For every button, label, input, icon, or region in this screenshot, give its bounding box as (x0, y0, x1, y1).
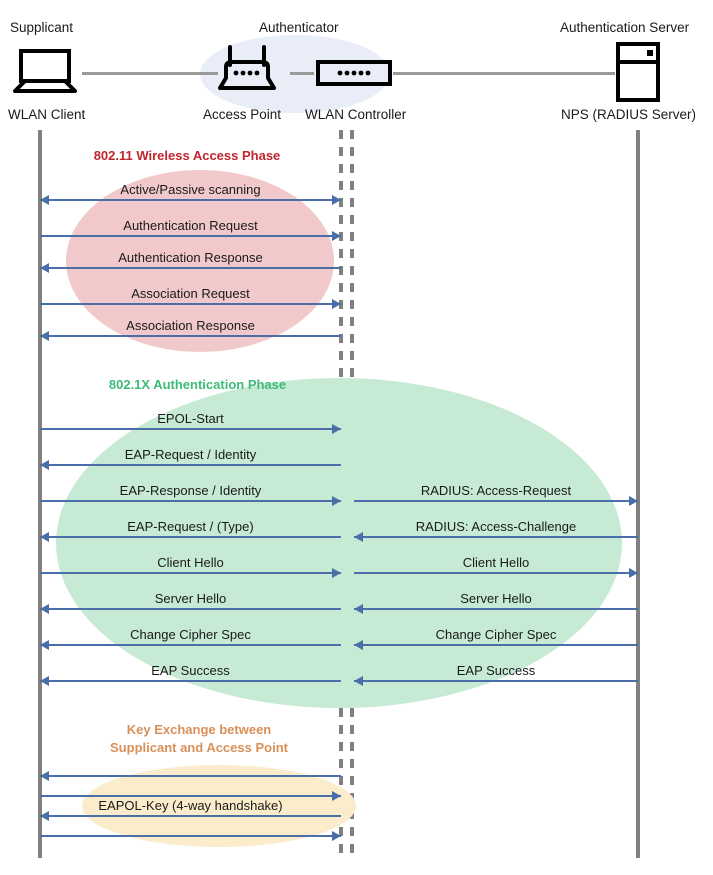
actor-role-supplicant: Supplicant (10, 20, 74, 35)
arrowhead-left-eapol-key-1 (40, 771, 49, 781)
arrowhead-left-authentication-response (40, 263, 49, 273)
arrowhead-left-change-cipher-spec-right (354, 640, 363, 650)
message-label-radius-access-challenge: RADIUS: Access-Challenge (415, 519, 577, 534)
arrowhead-right-active-passive-scanning (332, 195, 341, 205)
arrowhead-left-change-cipher-spec-left (40, 640, 49, 650)
wire-controller-to-nps (393, 72, 615, 75)
arrowhead-right-client-hello-left (332, 568, 341, 578)
message-line-radius-access-challenge (354, 536, 638, 538)
arrowhead-left-eap-request-identity (40, 460, 49, 470)
wire-ap-to-controller (290, 72, 314, 75)
access-point-icon (216, 45, 278, 95)
arrowhead-left-eap-request-type (40, 532, 49, 542)
message-label-eap-request-identity: EAP-Request / Identity (124, 447, 257, 462)
message-label-change-cipher-spec-left: Change Cipher Spec (130, 627, 251, 642)
lifeline-radius-server (636, 130, 640, 858)
message-label-active-passive-scanning: Active/Passive scanning (120, 182, 261, 197)
message-line-client-hello-left (40, 572, 341, 574)
message-label-change-cipher-spec-right: Change Cipher Spec (435, 627, 557, 642)
arrowhead-right-radius-access-request (629, 496, 638, 506)
arrowhead-right-client-hello-right (629, 568, 638, 578)
message-line-server-hello-left (40, 608, 341, 610)
message-line-eap-success-right (354, 680, 638, 682)
phase-caption-dot1x: 802.1X Authentication Phase (108, 377, 287, 392)
wlan-controller-icon (316, 60, 392, 86)
message-label-eap-request-type: EAP-Request / (Type) (127, 519, 254, 534)
message-line-eap-request-identity (40, 464, 341, 466)
arrowhead-left-eapol-key-3 (40, 811, 49, 821)
actor-name-access-point: Access Point (203, 107, 282, 122)
message-label-eap-success-right: EAP Success (456, 663, 536, 678)
laptop-icon (12, 48, 78, 94)
message-line-authentication-response (40, 267, 341, 269)
arrowhead-right-eap-response-identity (332, 496, 341, 506)
arrowhead-right-epol-start (332, 424, 341, 434)
phase-caption-wireless-access: 802.11 Wireless Access Phase (93, 148, 281, 163)
actor-name-nps-radius-server: NPS (RADIUS Server) (561, 107, 697, 122)
message-label-association-request: Association Request (131, 286, 250, 301)
message-line-radius-access-request (354, 500, 638, 502)
arrowhead-left-server-hello-right (354, 604, 363, 614)
actor-name-wlan-controller: WLAN Controller (305, 107, 407, 122)
message-line-change-cipher-spec-right (354, 644, 638, 646)
message-line-server-hello-right (354, 608, 638, 610)
message-line-eapol-key-4 (40, 835, 341, 837)
message-line-eapol-key-2 (40, 795, 341, 797)
arrowhead-left-radius-access-challenge (354, 532, 363, 542)
message-label-authentication-response: Authentication Response (118, 250, 263, 265)
arrowhead-left-eap-success-right (354, 676, 363, 686)
message-label-radius-access-request: RADIUS: Access-Request (420, 483, 572, 498)
message-line-association-request (40, 303, 341, 305)
arrowhead-left-active-passive-scanning (40, 195, 49, 205)
message-line-active-passive-scanning (40, 199, 341, 201)
server-icon (615, 42, 661, 102)
message-label-server-hello-right: Server Hello (460, 591, 532, 606)
message-line-client-hello-right (354, 572, 638, 574)
arrowhead-left-eap-success-left (40, 676, 49, 686)
phase-caption-key-exchange-line1: Key Exchange between (126, 722, 272, 737)
actor-name-wlan-client: WLAN Client (8, 107, 86, 122)
message-label-server-hello-left: Server Hello (154, 591, 227, 606)
message-line-eap-request-type (40, 536, 341, 538)
message-line-eap-success-left (40, 680, 341, 682)
actor-role-authenticator: Authenticator (259, 20, 339, 35)
message-line-eap-response-identity (40, 500, 341, 502)
wire-client-to-ap (82, 72, 218, 75)
message-line-change-cipher-spec-left (40, 644, 341, 646)
message-label-epol-start: EPOL-Start (157, 411, 224, 426)
message-label-eap-success-left: EAP Success (151, 663, 230, 678)
arrowhead-left-association-response (40, 331, 49, 341)
message-line-eapol-key-3 (40, 815, 341, 817)
arrowhead-right-eapol-key-2 (332, 791, 341, 801)
message-label-association-response: Association Response (126, 318, 255, 333)
message-label-eap-response-identity: EAP-Response / Identity (119, 483, 262, 498)
arrowhead-right-eapol-key-4 (332, 831, 341, 841)
message-label-client-hello-right: Client Hello (462, 555, 530, 570)
arrowhead-right-association-request (332, 299, 341, 309)
message-line-association-response (40, 335, 341, 337)
message-line-eapol-key-1 (40, 775, 341, 777)
arrowhead-right-authentication-request (332, 231, 341, 241)
message-line-authentication-request (40, 235, 341, 237)
lifeline-supplicant (38, 130, 42, 858)
message-label-client-hello-left: Client Hello (157, 555, 224, 570)
arrowhead-left-server-hello-left (40, 604, 49, 614)
actor-role-authentication-server: Authentication Server (560, 20, 690, 35)
message-label-authentication-request: Authentication Request (123, 218, 258, 233)
phase-caption-key-exchange-line2: Supplicant and Access Point (110, 740, 288, 755)
message-label-eapol-key-handshake: EAPOL-Key (4-way handshake) (98, 798, 283, 813)
message-line-epol-start (40, 428, 341, 430)
phase-blob-key-exchange (82, 765, 356, 847)
